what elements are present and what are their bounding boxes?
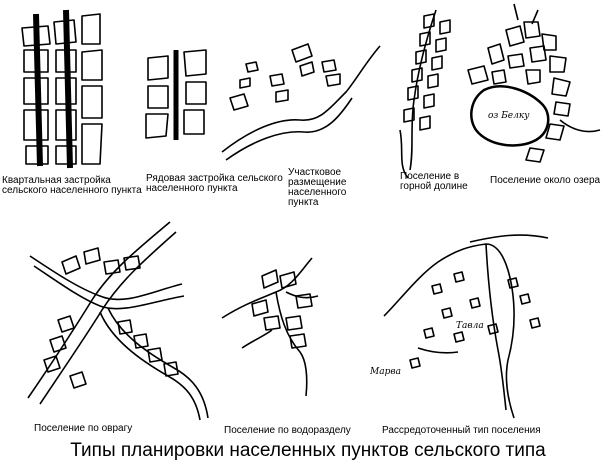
- quarter-block-sketch: [21, 9, 103, 169]
- dispersed-settlement-sketch: [383, 234, 549, 419]
- caption-quarter: Квартальная застройка сельского населенн…: [2, 175, 142, 196]
- village-tavla-label: Тавла: [456, 321, 484, 331]
- mountain-valley-sketch: [399, 9, 451, 179]
- settlement-diagrams: оз Белку Тавла Марва: [21, 3, 601, 421]
- caption-ravine: Поселение по оврагу: [34, 423, 133, 434]
- figure-title: Типы планировки населенных пунктов сельс…: [70, 440, 546, 461]
- caption-mountain: Поселение в горной долине: [400, 171, 468, 192]
- lake-name-label: оз Белку: [488, 111, 530, 121]
- caption-dispersed: Рассредоточенный тип поселения: [382, 425, 541, 436]
- lake-settlement-sketch: [467, 3, 601, 163]
- row-development-sketch: [145, 49, 207, 140]
- caption-lake: Поселение около озера: [490, 175, 601, 186]
- caption-row: Рядовая застройка сельского населенного …: [146, 173, 283, 194]
- village-marva-label: Марва: [369, 367, 401, 377]
- caption-plot: Участковое размещение населенного пункта: [288, 167, 347, 208]
- ravine-settlement-sketch: [27, 221, 209, 421]
- watershed-settlement-sketch: [221, 257, 319, 397]
- plot-settlement-sketch: [221, 43, 381, 161]
- caption-watershed: Поселение по водоразделу: [224, 425, 351, 436]
